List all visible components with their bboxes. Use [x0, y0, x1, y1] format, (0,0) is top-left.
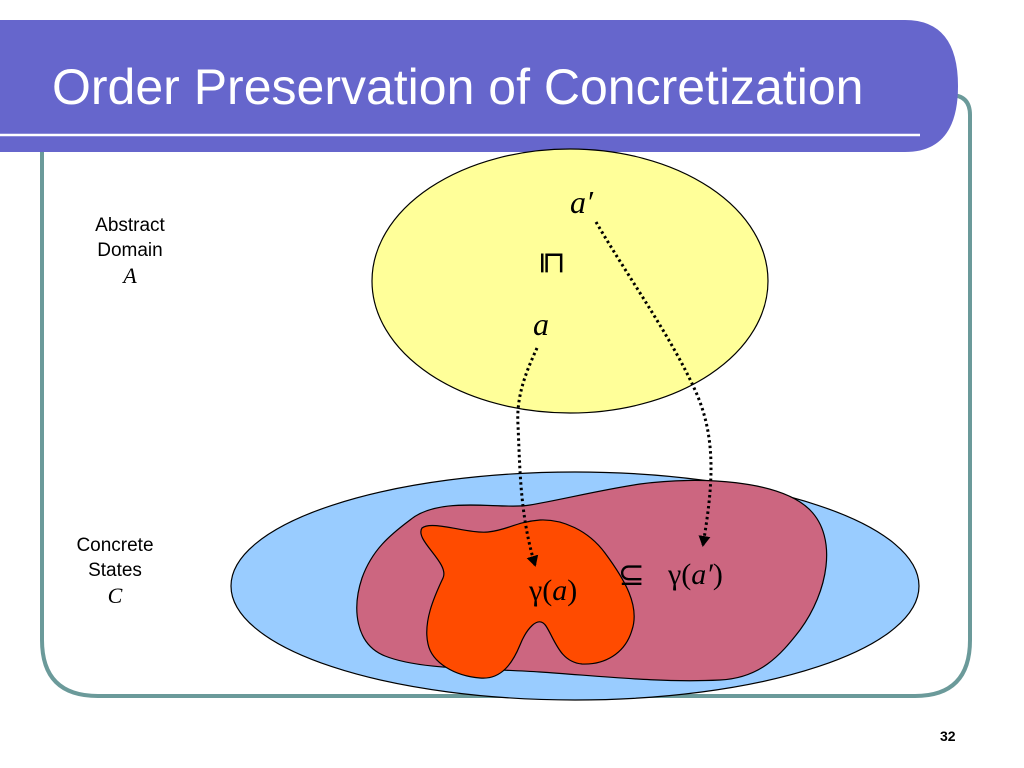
gamma-a-gamma: γ — [529, 574, 543, 607]
concrete-states-label: Concrete States C — [55, 533, 175, 608]
subset-symbol: ⊆ — [618, 556, 645, 592]
gamma-a-label: γ(a) — [529, 576, 577, 606]
concrete-states-label-line2: States — [88, 560, 142, 581]
title-bar — [0, 20, 958, 152]
page-number: 32 — [940, 728, 956, 744]
gamma-a-prime-label: γ(a′) — [668, 560, 723, 590]
gamma-a-prime-arg: a′ — [691, 558, 713, 591]
element-a-prime: a′ — [570, 184, 593, 220]
gamma-a-open: ( — [542, 574, 553, 607]
abstract-domain-symbol: A — [123, 263, 137, 288]
gamma-a-prime-close: ) — [712, 558, 723, 591]
gamma-a-prime-open: ( — [681, 558, 692, 591]
slide-frame — [40, 93, 972, 698]
slide-title: Order Preservation of Concretization — [52, 59, 864, 115]
abstract-domain-label: Abstract Domain A — [70, 213, 190, 288]
abstract-domain-label-line1: Abstract — [95, 215, 165, 236]
gamma-a-prime-gamma: γ — [668, 558, 682, 591]
concrete-states-symbol: C — [107, 583, 123, 608]
abstract-domain-ellipse — [371, 148, 769, 414]
abstract-domain-label-line2: Domain — [97, 240, 163, 261]
element-a: a — [533, 306, 549, 342]
concrete-states-label-line1: Concrete — [76, 535, 154, 556]
gamma-a-close: ) — [567, 574, 578, 607]
order-symbol: ⊑ — [536, 250, 570, 276]
gamma-a-region — [420, 519, 635, 679]
gamma-a-arg: a — [552, 574, 568, 607]
